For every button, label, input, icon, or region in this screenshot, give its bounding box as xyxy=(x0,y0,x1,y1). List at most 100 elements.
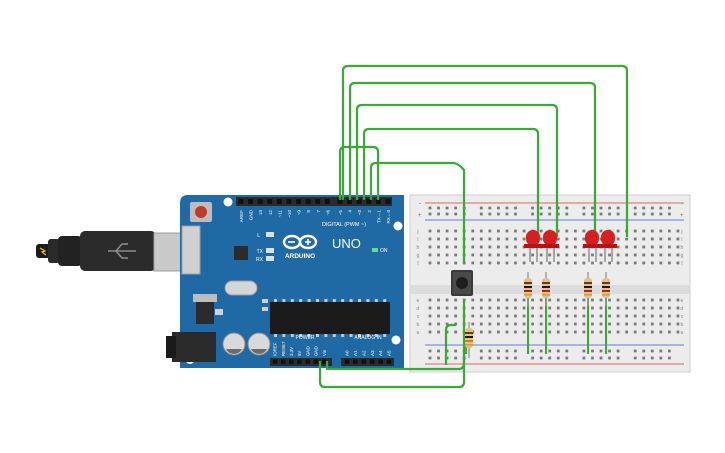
breadboard-hole[interactable] xyxy=(514,261,517,265)
breadboard-hole[interactable] xyxy=(668,253,671,257)
breadboard-hole[interactable] xyxy=(642,229,646,233)
breadboard-hole[interactable] xyxy=(565,322,569,326)
breadboard-rail-hole[interactable] xyxy=(633,356,637,360)
breadboard-hole[interactable] xyxy=(599,314,603,318)
breadboard-rail-hole[interactable] xyxy=(548,206,552,210)
breadboard-hole[interactable] xyxy=(625,298,629,302)
breadboard-hole[interactable] xyxy=(514,298,517,302)
breadboard-hole[interactable] xyxy=(650,253,654,257)
breadboard-hole[interactable] xyxy=(676,298,680,302)
breadboard-hole[interactable] xyxy=(616,237,620,241)
breadboard-rail-hole[interactable] xyxy=(591,206,594,210)
breadboard-hole[interactable] xyxy=(454,306,458,310)
breadboard-hole[interactable] xyxy=(573,298,577,302)
breadboard-hole[interactable] xyxy=(522,322,526,326)
digital-pin-hole[interactable] xyxy=(248,199,254,204)
breadboard-rail-hole[interactable] xyxy=(565,349,569,353)
analog-pin-hole[interactable] xyxy=(386,359,392,364)
breadboard-hole[interactable] xyxy=(565,314,569,318)
breadboard-rail-hole[interactable] xyxy=(497,349,500,353)
wire-gnd-rail[interactable] xyxy=(325,355,466,371)
breadboard-hole[interactable] xyxy=(642,261,646,265)
breadboard-hole[interactable] xyxy=(573,314,577,318)
breadboard-hole[interactable] xyxy=(531,261,534,265)
breadboard-hole[interactable] xyxy=(650,330,654,334)
breadboard-hole[interactable] xyxy=(668,261,671,265)
breadboard-rail-hole[interactable] xyxy=(599,349,603,353)
breadboard-rail-hole[interactable] xyxy=(668,349,671,353)
breadboard-hole[interactable] xyxy=(479,261,483,265)
breadboard-hole[interactable] xyxy=(659,298,663,302)
breadboard-hole[interactable] xyxy=(591,330,594,334)
breadboard-hole[interactable] xyxy=(625,314,629,318)
breadboard-hole[interactable] xyxy=(445,322,449,326)
breadboard-rail-hole[interactable] xyxy=(582,212,586,216)
breadboard-hole[interactable] xyxy=(454,330,458,334)
breadboard-hole[interactable] xyxy=(642,330,646,334)
breadboard-hole[interactable] xyxy=(548,261,552,265)
breadboard-hole[interactable] xyxy=(479,330,483,334)
power-pin-hole[interactable] xyxy=(289,359,294,364)
breadboard-hole[interactable] xyxy=(659,253,663,257)
breadboard-hole[interactable] xyxy=(505,330,509,334)
breadboard-rail-hole[interactable] xyxy=(445,206,449,210)
breadboard-rail-hole[interactable] xyxy=(548,349,552,353)
breadboard-hole[interactable] xyxy=(522,261,526,265)
breadboard-hole[interactable] xyxy=(445,261,449,265)
breadboard-rail-hole[interactable] xyxy=(514,206,517,210)
breadboard-hole[interactable] xyxy=(591,298,594,302)
breadboard-hole[interactable] xyxy=(488,322,492,326)
breadboard-hole[interactable] xyxy=(471,314,475,318)
breadboard-rail-hole[interactable] xyxy=(556,356,560,360)
breadboard-hole[interactable] xyxy=(488,253,492,257)
breadboard-rail-hole[interactable] xyxy=(668,212,671,216)
breadboard-hole[interactable] xyxy=(565,298,569,302)
breadboard-rail-hole[interactable] xyxy=(454,212,458,216)
breadboard-rail-hole[interactable] xyxy=(488,349,492,353)
breadboard-hole[interactable] xyxy=(573,229,577,233)
breadboard-hole[interactable] xyxy=(608,298,611,302)
breadboard-rail-hole[interactable] xyxy=(591,356,594,360)
breadboard-hole[interactable] xyxy=(531,330,534,334)
breadboard-rail-hole[interactable] xyxy=(608,349,611,353)
breadboard-hole[interactable] xyxy=(497,322,500,326)
breadboard-hole[interactable] xyxy=(548,330,552,334)
led-4[interactable] xyxy=(599,230,617,262)
breadboard-rail-hole[interactable] xyxy=(505,212,509,216)
breadboard-rail-hole[interactable] xyxy=(582,349,586,353)
breadboard-hole[interactable] xyxy=(445,306,449,310)
breadboard-hole[interactable] xyxy=(437,330,440,334)
digital-pin-hole[interactable] xyxy=(315,199,321,204)
breadboard-hole[interactable] xyxy=(608,330,611,334)
breadboard-hole[interactable] xyxy=(548,298,552,302)
breadboard-rail-hole[interactable] xyxy=(531,206,534,210)
breadboard-hole[interactable] xyxy=(428,298,432,302)
breadboard-hole[interactable] xyxy=(608,314,611,318)
breadboard-rail-hole[interactable] xyxy=(650,356,654,360)
power-pin-hole[interactable] xyxy=(322,359,327,364)
breadboard-hole[interactable] xyxy=(633,322,637,326)
breadboard-hole[interactable] xyxy=(437,314,440,318)
breadboard-hole[interactable] xyxy=(454,261,458,265)
breadboard-hole[interactable] xyxy=(454,298,458,302)
breadboard-hole[interactable] xyxy=(650,237,654,241)
breadboard-hole[interactable] xyxy=(497,298,500,302)
breadboard-hole[interactable] xyxy=(497,237,500,241)
breadboard-rail-hole[interactable] xyxy=(539,356,543,360)
breadboard-hole[interactable] xyxy=(539,261,543,265)
wire-gnd-loop[interactable] xyxy=(338,145,380,200)
breadboard-hole[interactable] xyxy=(591,314,594,318)
breadboard-hole[interactable] xyxy=(650,229,654,233)
breadboard-hole[interactable] xyxy=(454,253,458,257)
breadboard-hole[interactable] xyxy=(505,322,509,326)
breadboard-rail-hole[interactable] xyxy=(497,356,500,360)
breadboard-hole[interactable] xyxy=(625,245,629,249)
resistor-5-pulldown[interactable] xyxy=(465,322,473,358)
digital-pin-hole[interactable] xyxy=(375,199,381,204)
breadboard-rail-hole[interactable] xyxy=(454,356,458,360)
breadboard-hole[interactable] xyxy=(522,314,526,318)
breadboard-hole[interactable] xyxy=(556,330,560,334)
breadboard-rail-hole[interactable] xyxy=(565,212,569,216)
breadboard-hole[interactable] xyxy=(642,237,646,241)
push-button-cap[interactable] xyxy=(456,277,468,289)
